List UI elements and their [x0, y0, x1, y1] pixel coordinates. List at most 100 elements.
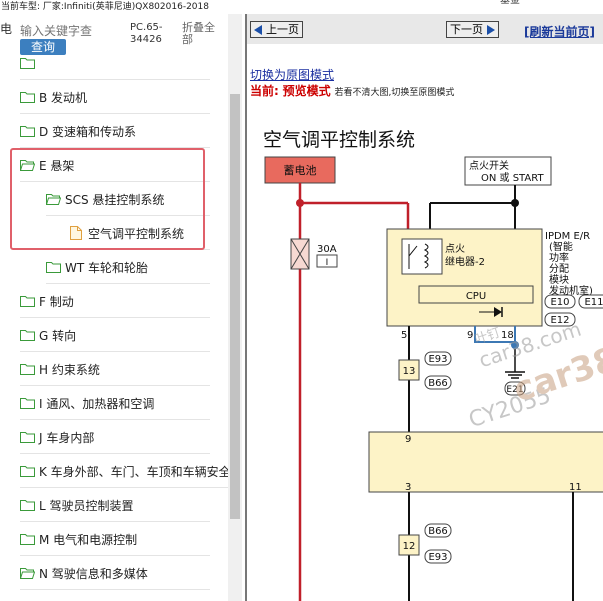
fuse-amp-label: 30A: [317, 244, 337, 255]
document-icon: [70, 226, 82, 240]
tree-item-n[interactable]: N 驾驶信息和多媒体: [20, 556, 210, 590]
refresh-page-link[interactable]: [刷新当前页]: [524, 25, 595, 39]
tree-item-h[interactable]: H 约束系统: [20, 352, 210, 386]
tree-item-label: L 驾驶员控制装置: [39, 498, 134, 513]
current-mode-line: 当前: 预览模式 若看不清大图,切换至原图模式: [250, 84, 455, 98]
relay-coil: [401, 238, 443, 275]
battery-block: [264, 156, 336, 184]
tree-item-m[interactable]: M 电气和电源控制: [20, 522, 210, 556]
folder-icon: [20, 398, 35, 409]
pin-9: 9: [467, 330, 473, 341]
cpu-label: CPU: [466, 291, 486, 302]
tree-item-label: SCS 悬挂控制系统: [65, 192, 165, 207]
tree-item-label: H 约束系统: [39, 362, 100, 377]
collapse-all-button[interactable]: 折叠全部: [182, 21, 215, 46]
folder-icon: [20, 92, 35, 103]
ignition-switch-label-1: 点火开关: [469, 159, 509, 172]
folder-icon: [20, 466, 35, 477]
ipdm-label-3: 功率: [549, 251, 569, 264]
tree-item-label: F 制动: [39, 294, 74, 309]
arrow-right-icon: [487, 24, 495, 35]
tree-item-i[interactable]: I 通风、加热器和空调: [20, 386, 210, 420]
control-unit-module: [368, 431, 603, 493]
page-navigation-bar: 上一页 下一页 [刷新当前页]: [247, 14, 603, 44]
diagram-title: 空气调平控制系统: [263, 129, 415, 151]
tree-item-b[interactable]: B 发动机: [20, 80, 210, 114]
tree-item-label: 空气调平控制系统: [88, 226, 185, 241]
tree-item-wt[interactable]: WT 车轮和轮胎: [46, 250, 210, 284]
folder-icon: [20, 330, 35, 341]
folder-icon: [20, 126, 35, 137]
connector-e10: E10: [550, 297, 569, 308]
pin-11: 11: [569, 482, 582, 493]
connector-13: 13: [403, 366, 416, 377]
wire-blue-loop: [474, 326, 516, 343]
pin-9b: 9: [405, 434, 411, 445]
folder-icon: [20, 534, 35, 545]
folder-open-icon: [20, 160, 35, 171]
relay-label-1: 点火: [445, 243, 465, 255]
tree-item-label: I 通风、加热器和空调: [39, 396, 155, 411]
connector-e11: E11: [584, 297, 603, 308]
part-code-label: PC.65-34426: [130, 22, 163, 45]
tree-item-scs[interactable]: SCS 悬挂控制系统: [46, 182, 210, 216]
folder-icon: [20, 58, 35, 69]
folder-open-icon: [20, 568, 35, 579]
fuse-id-label: I: [326, 258, 329, 268]
connector-e93: E93: [428, 354, 447, 365]
scrollbar-thumb[interactable]: [230, 94, 240, 519]
folder-icon: [20, 296, 35, 307]
vehicle-model-text: 当前车型: 厂家:Infiniti(英菲尼迪)QX802016-2018: [1, 2, 209, 12]
app-title-bar: 当前车型: 厂家:Infiniti(英菲尼迪)QX802016-2018 基金: [0, 0, 603, 14]
tree-item-label: J 车身内部: [39, 430, 95, 445]
tree-item-d[interactable]: D 变速箱和传动系: [20, 114, 210, 148]
tree-item-label: K 车身外部、车门、车顶和车辆安全: [39, 464, 228, 479]
folder-icon: [20, 364, 35, 375]
prev-page-button[interactable]: 上一页: [250, 21, 303, 38]
tree-item-partial[interactable]: [20, 46, 210, 80]
tree-item-k[interactable]: K 车身外部、车门、车顶和车辆安全: [20, 454, 228, 488]
search-button[interactable]: 查询: [20, 39, 66, 55]
connector-12: 12: [403, 541, 416, 552]
tree-item-label: G 转向: [39, 328, 77, 343]
folder-open-icon: [46, 194, 61, 205]
folder-icon: [20, 500, 35, 511]
pin-18: 18: [501, 330, 514, 341]
switch-original-mode-link[interactable]: 切换为原图模式: [250, 68, 335, 82]
cpu-block: [418, 285, 534, 304]
battery-label: 蓄电池: [284, 164, 317, 177]
tree-item-label: D 变速箱和传动系: [39, 124, 137, 139]
tree-item-e[interactable]: E 悬架: [20, 148, 210, 182]
next-page-button[interactable]: 下一页: [446, 21, 499, 38]
connector-e93b: E93: [428, 552, 447, 563]
tree-item-label: M 电气和电源控制: [39, 532, 138, 547]
top-extra-text: 基金: [500, 0, 520, 6]
tree-item-label: N 驾驶信息和多媒体: [39, 566, 148, 581]
pin-5: 5: [401, 330, 407, 341]
tree-item-label: B 发动机: [39, 90, 88, 105]
tree-item-l[interactable]: L 驾驶员控制装置: [20, 488, 210, 522]
ipdm-label-4: 分配: [549, 263, 569, 275]
tree-item-g[interactable]: G 转向: [20, 318, 210, 352]
selection-highlight-box: [10, 148, 205, 250]
connector-e21: E21: [506, 385, 523, 395]
coil-icon: [423, 243, 429, 269]
ignition-switch-label-2: ON 或 START: [481, 172, 544, 184]
ipdm-label-5: 模块: [549, 274, 569, 286]
mode-hint: 若看不清大图,切换至原图模式: [334, 88, 455, 98]
relay-label-2: 继电器-2: [445, 255, 485, 268]
tree-item-j[interactable]: J 车身内部: [20, 420, 210, 454]
search-prefix-label: 电: [0, 22, 13, 36]
tree-scrollbar[interactable]: [228, 14, 242, 601]
ipdm-label-1: IPDM E/R: [545, 231, 590, 242]
tree-item-f[interactable]: F 制动: [20, 284, 210, 318]
ipdm-label-2: (智能: [549, 240, 573, 253]
connector-e12: E12: [550, 315, 569, 326]
connector-b66: B66: [428, 378, 448, 389]
ignition-switch-block: [464, 156, 552, 186]
search-input[interactable]: [20, 24, 124, 38]
wiring-diagram: 空气调平控制系统 蓄电池 点火开关 ON 或 START 30A I 点火 继电…: [263, 129, 603, 601]
document-viewer: 上一页 下一页 [刷新当前页] 切换为原图模式 当前: 预览模式 若看不清大图,…: [245, 14, 603, 601]
